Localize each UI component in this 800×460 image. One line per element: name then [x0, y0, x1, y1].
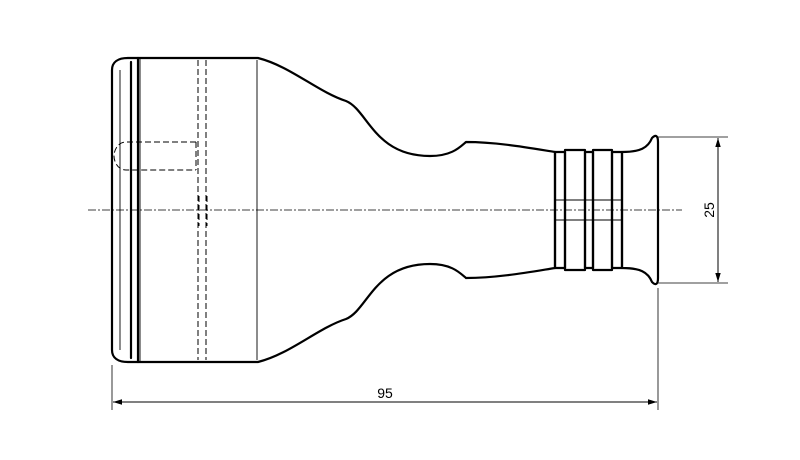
length-dimension-label: 95 [377, 385, 393, 401]
length-dimension: 95 [111, 288, 659, 410]
diameter-dimension: 25 [658, 136, 728, 284]
flared-tip [620, 134, 660, 286]
hidden-slot [113, 141, 196, 171]
diameter-dimension-label: 25 [701, 202, 717, 218]
